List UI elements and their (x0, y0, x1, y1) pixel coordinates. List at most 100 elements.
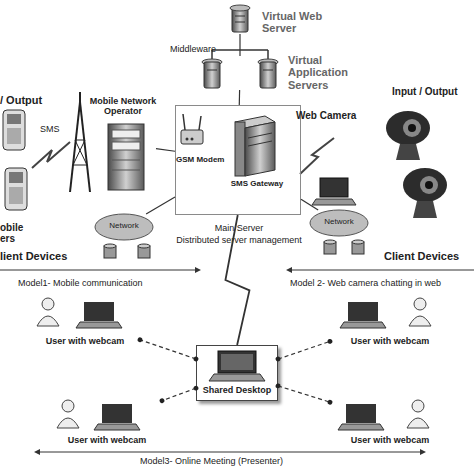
network-cloud (310, 210, 368, 236)
person-icon (414, 298, 426, 310)
laptop-icon (84, 302, 114, 321)
webcam-icon (386, 111, 430, 145)
connector (146, 197, 175, 214)
server-icon (230, 5, 250, 11)
webcam-icon (413, 201, 437, 218)
modem-icon (183, 114, 185, 130)
text-label: Web Camera (296, 110, 356, 121)
mobile-phone-icon (7, 128, 21, 144)
node-label: Virtual Application Servers (288, 54, 368, 91)
node-label: Main Server (166, 223, 312, 233)
wireless-bolt (32, 142, 70, 168)
node-label: Network (95, 222, 153, 231)
server-rack (112, 142, 140, 150)
laptop-icon (76, 302, 386, 430)
network-cloud (95, 214, 153, 240)
span-bracket (420, 449, 426, 455)
person-icon (57, 418, 79, 428)
person-icon (409, 316, 431, 326)
span-bracket (40, 452, 420, 453)
text-label: Client Devices (384, 250, 459, 262)
person-icon (62, 400, 74, 412)
mobile-phone-icon (3, 110, 25, 150)
database-icon (324, 240, 336, 244)
span-bracket (0, 270, 195, 271)
cell-tower (73, 165, 87, 166)
database-icon (352, 240, 364, 244)
webcam-icon (396, 144, 420, 160)
connector (140, 340, 196, 359)
connector (156, 149, 175, 152)
cell-tower (79, 92, 81, 102)
webcam-user: User with webcam (330, 292, 450, 350)
server-icon (235, 22, 245, 23)
node-label: SMS Gateway (216, 180, 298, 189)
network-cloud: Network (310, 210, 368, 236)
cell-tower (70, 92, 90, 192)
cell-tower (73, 140, 85, 165)
network-cloud: Network (95, 214, 153, 240)
middleware-bus (212, 50, 268, 60)
database-icon (104, 244, 116, 248)
connector (301, 199, 318, 210)
webcam-icon (420, 176, 438, 194)
webcam-icon (425, 181, 433, 189)
person-icon (42, 298, 54, 310)
shared-desktop: Shared Desktop (196, 345, 278, 401)
server-tower (248, 141, 272, 146)
text-label: Model 2- Web camera chatting in web (290, 278, 441, 288)
person-icon (37, 316, 59, 326)
mobile-phone-icon (5, 168, 27, 210)
laptop-icon (340, 322, 386, 328)
webcam-user: User with webcam (52, 395, 162, 447)
mobile-phone-icon (9, 187, 23, 204)
laptop-icon (218, 351, 256, 373)
server-tower (235, 116, 275, 176)
span-bracket (292, 270, 474, 271)
modem-icon (181, 130, 203, 144)
web-server: Virtual Web Server (226, 4, 254, 34)
sms-gateway: SMS Gateway (216, 112, 298, 192)
server-icon (263, 70, 273, 71)
server-icon (230, 5, 250, 32)
laptop-icon (209, 351, 265, 381)
modem-icon (199, 116, 201, 130)
person-icon (407, 418, 429, 428)
node-label: User with webcam (330, 435, 450, 445)
connector (225, 215, 249, 345)
server-icon (232, 8, 248, 32)
network-operator: Mobile Network Operator (90, 96, 156, 192)
webcam-icon (386, 111, 447, 218)
text-label: Input / Output (392, 86, 458, 97)
webcam-icon (403, 168, 447, 202)
server-icon (235, 16, 245, 17)
node-label: Virtual Web Server (262, 10, 352, 35)
span-bracket (286, 267, 292, 273)
span-bracket (195, 267, 201, 273)
laptop-icon (76, 322, 122, 328)
node-label: User with webcam (30, 336, 140, 346)
text-label: Model3- Online Meeting (Presenter) (140, 456, 283, 466)
cell-tower (75, 140, 87, 165)
server-rack (108, 124, 144, 190)
span-bracket (0, 267, 474, 455)
text-label: Middleware (170, 44, 216, 54)
main-server-box: Main ServerDistributed server management… (175, 105, 301, 215)
server-icon (207, 70, 217, 71)
application-servers: Virtual Application Servers (196, 56, 284, 90)
laptop-icon (338, 424, 384, 430)
connector (278, 386, 330, 402)
node-label: User with webcam (52, 435, 162, 445)
laptop-icon (320, 178, 348, 197)
mobile-phone-icon (9, 172, 23, 183)
node-label: User with webcam (330, 336, 450, 346)
mobile-phone-icon (3, 110, 27, 210)
laptop-icon (221, 354, 253, 370)
laptop-icon (94, 424, 140, 430)
laptop-icon (312, 199, 356, 205)
wireless-bolt (300, 138, 334, 174)
modem-icon (191, 138, 194, 141)
laptop-icon (348, 302, 378, 321)
laptop-icon (346, 404, 376, 423)
span-bracket (34, 449, 40, 455)
